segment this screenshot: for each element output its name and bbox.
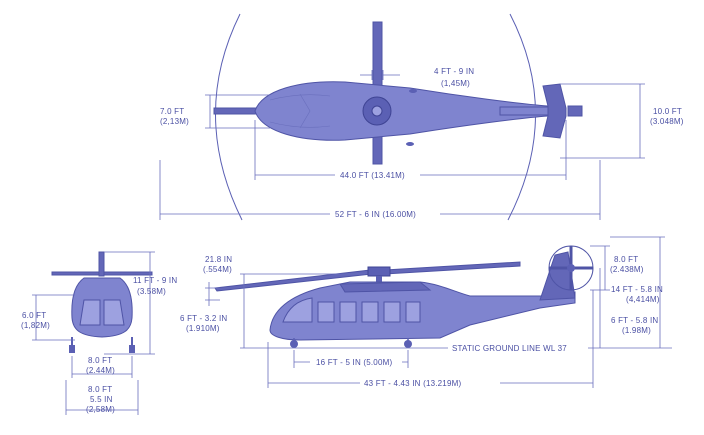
side-nose-wheel <box>290 340 298 348</box>
side-window-2 <box>339 301 357 323</box>
tail-hub-height-ft-label: 6 FT - 5.8 IN <box>611 316 658 325</box>
side-rotor-blade-right <box>384 261 521 275</box>
wheelbase-label: 16 FT - 5 IN (5.00M) <box>316 358 392 367</box>
front-height-ft-label: 11 FT - 9 IN <box>133 276 177 285</box>
tail-rotor-diameter-ft-label: 8.0 FT <box>614 255 638 264</box>
side-rotor-hub <box>367 266 391 277</box>
rotor-height-ft-label: 6 FT - 3.2 IN <box>180 314 227 323</box>
side-window-4 <box>383 301 401 323</box>
tail-rotor-top <box>567 105 583 117</box>
front-windshield <box>79 299 125 326</box>
tail-width-m-label: (3.048M) <box>650 117 684 126</box>
side-view: STATIC GROUND LINE WL 37 21.8 IN (.554M)… <box>180 236 672 388</box>
front-width-m-label: (2,58M) <box>86 405 115 414</box>
rotor-diameter-label: 52 FT - 6 IN (16.00M) <box>335 210 416 219</box>
canopy-lines <box>269 93 331 129</box>
tail-boom-top <box>499 106 551 116</box>
tail-rotor-diameter-m-label: (2.438M) <box>610 265 644 274</box>
blade-width-ft-label: 4 FT - 9 IN <box>434 67 474 76</box>
rotor-disk-arc-left <box>215 13 243 221</box>
sensor-top <box>409 89 417 93</box>
tail-width-ft-label: 10.0 FT <box>653 107 682 116</box>
rotor-hub-center <box>371 105 383 117</box>
front-width-in-label: 5.5 IN <box>90 395 113 404</box>
rotor-height-m-label: (1.910M) <box>186 324 220 333</box>
blade-droop-in-label: 21.8 IN <box>205 255 232 264</box>
blade-width-m-label: (1,45M) <box>441 79 470 88</box>
tail-fin-top <box>542 83 567 139</box>
front-track-m-label: (2.44M) <box>86 366 115 375</box>
overall-length-label: 43 FT - 4.43 IN (13.219M) <box>364 379 461 388</box>
front-rotor-mast <box>98 251 105 277</box>
side-rotor-mast <box>376 276 382 284</box>
front-wheel-left <box>69 345 75 353</box>
side-main-wheel <box>404 340 412 348</box>
side-cockpit-window <box>282 297 313 323</box>
fuselage-length-label: 44.0 FT (13.41M) <box>340 171 405 180</box>
front-view: 11 FT - 9 IN (3.58M) 6.0 FT (1,82M) 8.0 … <box>21 251 177 415</box>
side-engine-cowl <box>339 281 432 293</box>
front-height-m-label: (3.58M) <box>137 287 166 296</box>
front-wheel-right <box>129 345 135 353</box>
tail-height-m-label: (4,414M) <box>626 295 660 304</box>
fuselage-width-ft-label: 7.0 FT <box>160 107 184 116</box>
front-track-ft-label: 8.0 FT <box>88 356 112 365</box>
side-window-3 <box>361 301 379 323</box>
side-window-1 <box>317 301 335 323</box>
front-body-height-m-label: (1,82M) <box>21 321 50 330</box>
side-fuselage <box>269 281 576 341</box>
front-width-ft-label: 8.0 FT <box>88 385 112 394</box>
top-view: 4 FT - 9 IN (1,45M) 7.0 FT (2,13M) 10.0 … <box>159 13 684 221</box>
front-fuselage <box>71 277 133 338</box>
front-body-height-ft-label: 6.0 FT <box>22 311 46 320</box>
tail-height-ft-label: 14 FT - 5.8 IN <box>611 285 663 294</box>
sensor-bottom <box>406 142 414 146</box>
side-tail-fin <box>539 251 576 301</box>
ground-line-label: STATIC GROUND LINE WL 37 <box>452 344 567 353</box>
fuselage-width-m-label: (2,13M) <box>160 117 189 126</box>
tail-hub-height-m-label: (1.98M) <box>622 326 651 335</box>
side-window-5 <box>405 301 421 323</box>
blade-droop-m-label: (.554M) <box>203 265 232 274</box>
